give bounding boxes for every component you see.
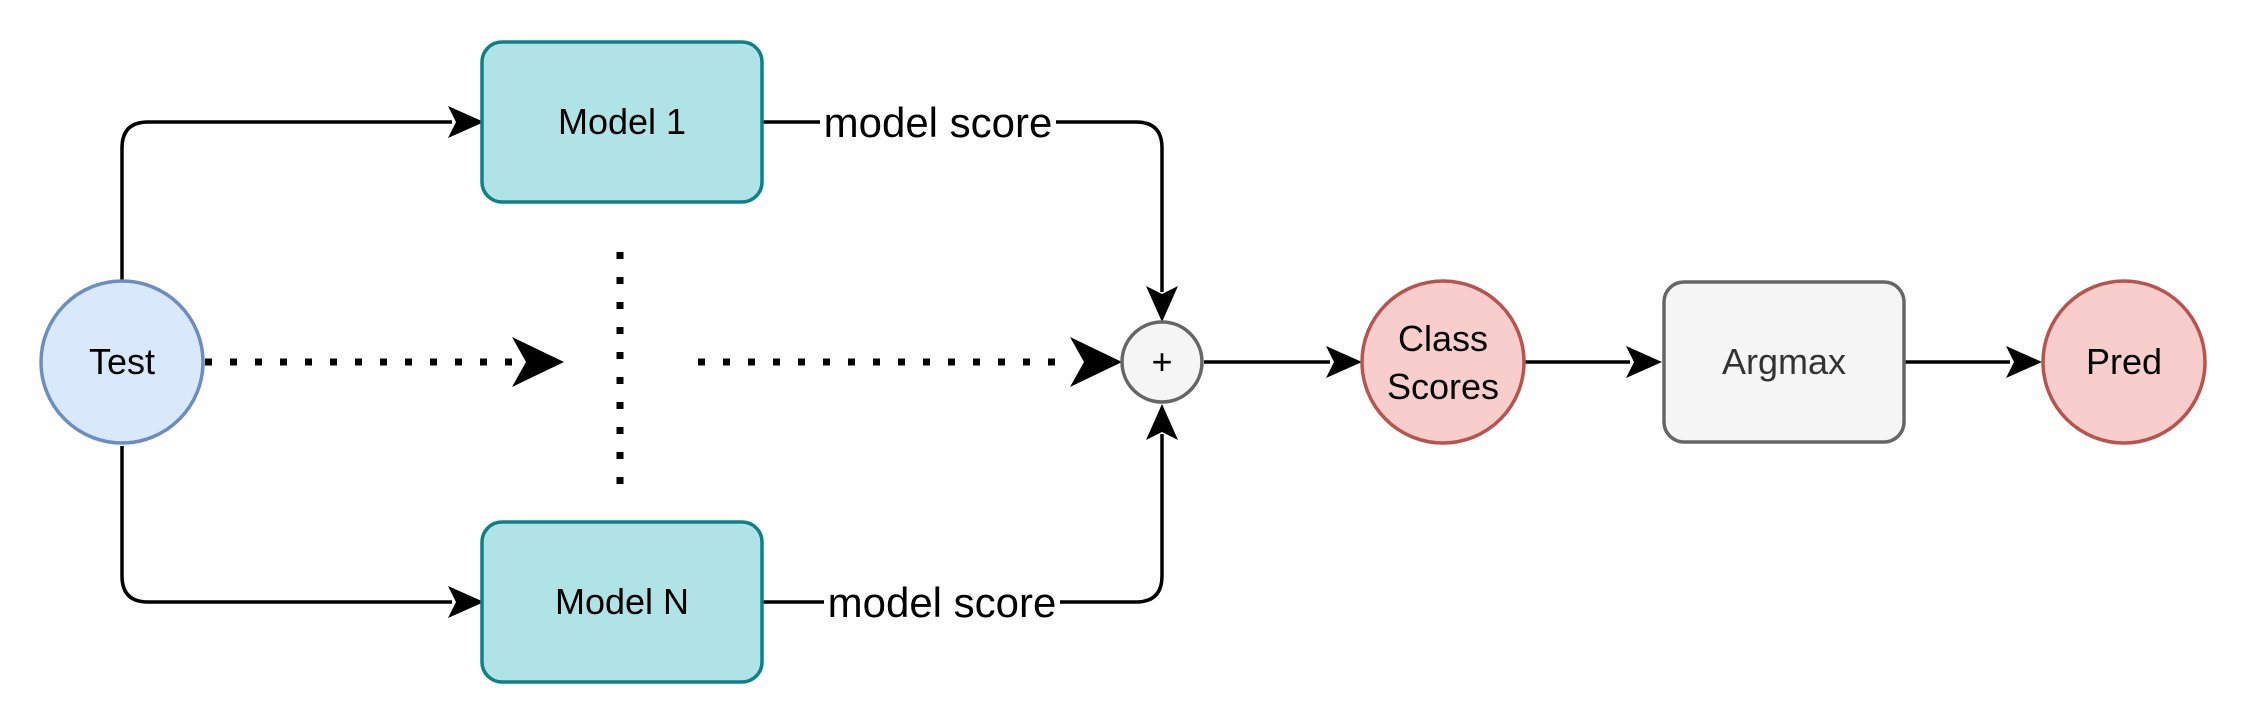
node-test-label: Test: [89, 341, 155, 382]
arrowhead: [448, 586, 484, 618]
node-pred: Pred: [2041, 279, 2207, 445]
node-model-1: Model 1: [480, 40, 764, 204]
edge-test-to-model-n: [120, 446, 452, 604]
edge-model-n-to-sum: [763, 434, 1164, 604]
arrowhead: [1146, 286, 1178, 322]
arrowhead: [1070, 337, 1122, 387]
arrowhead: [448, 106, 484, 138]
model-1-score-label: model score: [824, 99, 1053, 146]
model-n-score-label: model score: [828, 579, 1057, 626]
node-sum-label: +: [1151, 341, 1172, 382]
node-pred-label: Pred: [2086, 341, 2162, 382]
node-test: Test: [39, 279, 205, 445]
node-argmax: Argmax: [1662, 280, 1906, 444]
arrowhead: [2006, 346, 2042, 378]
edge-model-1-to-sum: [763, 120, 1164, 292]
node-model-n: Model N: [480, 520, 764, 684]
node-class-scores-label-line1: Class: [1398, 318, 1488, 359]
edge-test-to-model-1: [120, 120, 452, 280]
node-class-scores-label-line2: Scores: [1387, 366, 1499, 407]
node-class-scores: Class Scores: [1360, 279, 1526, 445]
arrowhead: [1326, 346, 1362, 378]
edge-label-bg: [824, 578, 1060, 626]
node-argmax-label: Argmax: [1722, 341, 1846, 382]
node-model-n-label: Model N: [555, 581, 689, 622]
arrowhead: [1146, 404, 1178, 440]
arrowhead: [512, 337, 564, 387]
node-model-1-label: Model 1: [558, 101, 686, 142]
arrowhead: [1626, 346, 1662, 378]
node-sum: +: [1120, 320, 1204, 404]
edge-label-bg: [820, 98, 1056, 146]
